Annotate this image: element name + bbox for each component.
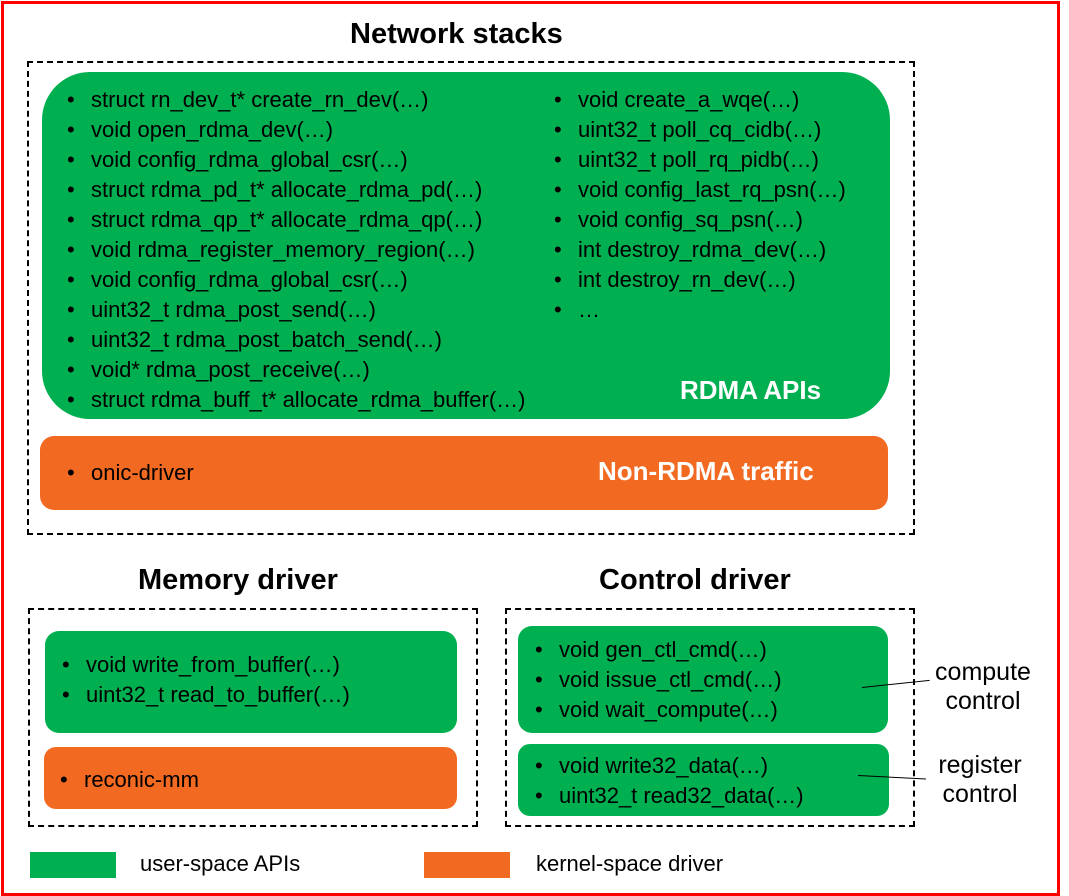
memory-driver-container bbox=[28, 608, 478, 827]
list-item: onic-driver bbox=[67, 458, 194, 488]
memory-user-box: void write_from_buffer(…)uint32_t read_t… bbox=[45, 631, 457, 733]
list-item: void config_sq_psn(…) bbox=[554, 205, 846, 235]
list-item: reconic-mm bbox=[60, 765, 199, 795]
list-item: void open_rdma_dev(…) bbox=[67, 115, 526, 145]
list-item: uint32_t poll_rq_pidb(…) bbox=[554, 145, 846, 175]
compute-control-list: void gen_ctl_cmd(…)void issue_ctl_cmd(…)… bbox=[535, 635, 782, 725]
list-item: int destroy_rn_dev(…) bbox=[554, 265, 846, 295]
legend-user-space-label: user-space APIs bbox=[140, 851, 301, 876]
control-driver-container bbox=[505, 608, 915, 827]
list-item: int destroy_rdma_dev(…) bbox=[554, 235, 846, 265]
list-item: void write_from_buffer(…) bbox=[62, 650, 350, 680]
list-item: struct rdma_pd_t* allocate_rdma_pd(…) bbox=[67, 175, 526, 205]
list-item: struct rdma_buff_t* allocate_rdma_buffer… bbox=[67, 385, 526, 415]
network-stacks-container bbox=[27, 61, 915, 535]
memory-driver-title: Memory driver bbox=[138, 564, 338, 596]
list-item: uint32_t poll_cq_cidb(…) bbox=[554, 115, 846, 145]
rdma-apis-label: RDMA APIs bbox=[680, 375, 822, 405]
compute-control-box: void gen_ctl_cmd(…)void issue_ctl_cmd(…)… bbox=[518, 626, 888, 733]
register-control-label: register control bbox=[938, 751, 1022, 808]
list-item: void issue_ctl_cmd(…) bbox=[535, 665, 782, 695]
compute-control-label: compute control bbox=[935, 658, 1031, 715]
memory-kernel-list: reconic-mm bbox=[60, 765, 199, 795]
memory-user-list: void write_from_buffer(…)uint32_t read_t… bbox=[62, 650, 350, 710]
rdma-apis-box: struct rn_dev_t* create_rn_dev(…)void op… bbox=[42, 72, 890, 419]
list-item: struct rn_dev_t* create_rn_dev(…) bbox=[67, 85, 526, 115]
non-rdma-traffic-label: Non-RDMA traffic bbox=[598, 456, 814, 486]
legend-kernel-space-label: kernel-space driver bbox=[536, 851, 724, 876]
list-item: void config_rdma_global_csr(…) bbox=[67, 265, 526, 295]
list-item: uint32_t read_to_buffer(…) bbox=[62, 680, 350, 710]
memory-kernel-box: reconic-mm bbox=[44, 747, 457, 809]
rdma-right-list: void create_a_wqe(…)uint32_t poll_cq_cid… bbox=[554, 85, 846, 325]
list-item: void config_rdma_global_csr(…) bbox=[67, 145, 526, 175]
list-item: uint32_t rdma_post_batch_send(…) bbox=[67, 325, 526, 355]
non-rdma-traffic-box: onic-driver Non-RDMA traffic bbox=[40, 436, 888, 510]
control-driver-title: Control driver bbox=[599, 564, 791, 596]
legend-kernel-space-swatch bbox=[424, 852, 510, 878]
list-item: void create_a_wqe(…) bbox=[554, 85, 846, 115]
list-item: struct rdma_qp_t* allocate_rdma_qp(…) bbox=[67, 205, 526, 235]
legend-user-space-swatch bbox=[30, 852, 116, 878]
list-item: void rdma_register_memory_region(…) bbox=[67, 235, 526, 265]
network-stacks-title: Network stacks bbox=[350, 18, 563, 50]
list-item: void write32_data(…) bbox=[535, 751, 804, 781]
list-item: void wait_compute(…) bbox=[535, 695, 782, 725]
register-control-list: void write32_data(…)uint32_t read32_data… bbox=[535, 751, 804, 811]
rdma-left-list: struct rn_dev_t* create_rn_dev(…)void op… bbox=[67, 85, 526, 415]
register-control-box: void write32_data(…)uint32_t read32_data… bbox=[518, 744, 889, 816]
list-item: uint32_t read32_data(…) bbox=[535, 781, 804, 811]
list-item: void config_last_rq_psn(…) bbox=[554, 175, 846, 205]
list-item: … bbox=[554, 295, 846, 325]
non-rdma-list: onic-driver bbox=[67, 458, 194, 488]
list-item: void* rdma_post_receive(…) bbox=[67, 355, 526, 385]
list-item: void gen_ctl_cmd(…) bbox=[535, 635, 782, 665]
list-item: uint32_t rdma_post_send(…) bbox=[67, 295, 526, 325]
